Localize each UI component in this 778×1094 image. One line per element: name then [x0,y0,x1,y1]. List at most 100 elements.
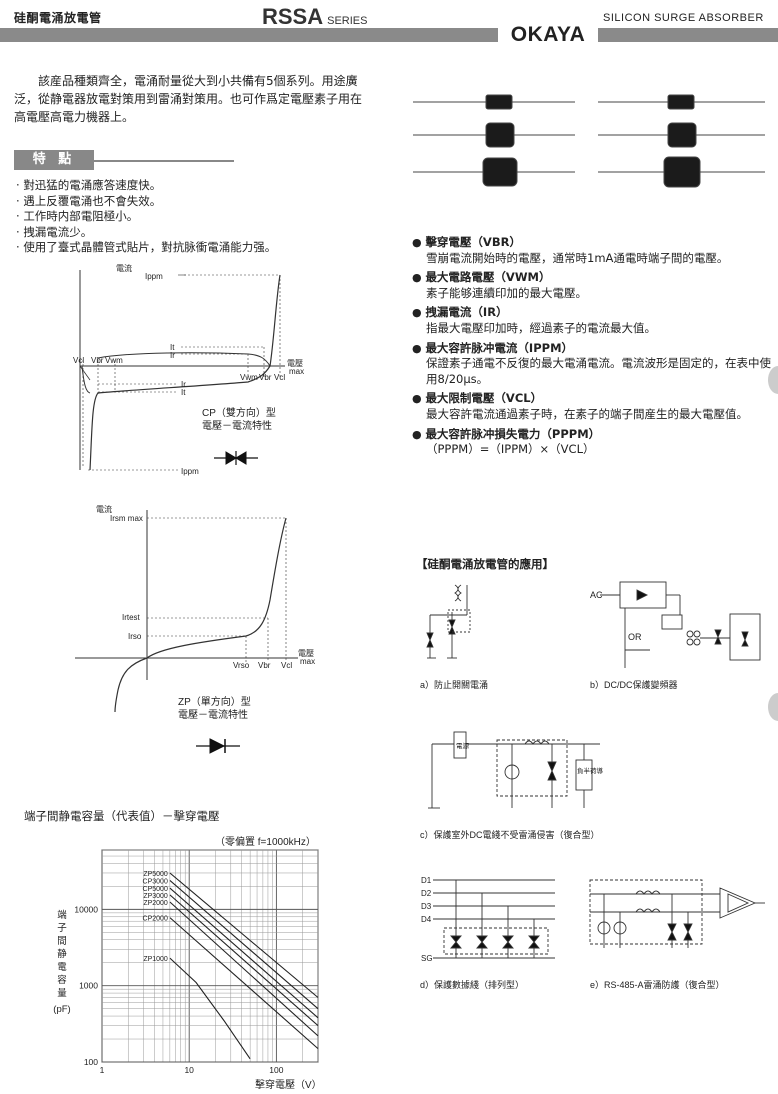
cp-xlabel: 電壓 [287,359,303,368]
feature-item: 拽漏電流少。 [16,225,346,241]
zp-curve-reverse [114,657,148,713]
app-b-circuit [600,581,761,668]
line-driver [719,887,757,919]
zp-vcl: Vcl [281,661,292,670]
zp-curve-forward [146,517,287,659]
zp-caption2: 電壓－電流特性 [178,708,248,721]
app-d-caption: d）保護數據綫（排列型） [420,979,524,990]
cap-ylabel-char: 端 [57,909,67,921]
cap-ylabel-char: 間 [57,936,67,947]
cp-vcl-r: Vcl [274,373,285,382]
okaya-logo: OKAYA [500,23,596,47]
component-body [663,156,701,188]
cp-vbr-r: Vbr [259,373,272,382]
param-title: 拽漏電流（IR） [412,305,777,321]
series-label: CP2000 [143,916,168,923]
app-d-circuit [433,879,555,959]
cap-ylabel-char: 容 [57,974,67,986]
series-line [169,894,319,1027]
component-photos [413,94,765,188]
zp-irsm: Irsm max [110,514,143,523]
app-a-caption: a）防止開關電涌 [420,679,488,690]
load-box [575,759,593,791]
tvs-symbol [448,619,456,635]
series-label: ZP2000 [143,900,168,907]
cp-ippm-top: Ippm [145,272,163,281]
series-label: CP5000 [143,886,168,893]
series-line [169,901,319,1037]
app-c-box2: 負半荷導 [577,766,604,775]
series-label: CP3000 [143,878,168,885]
param-desc: 雪崩電流開始時的電壓，通常時1mA通電時端子間的電壓。 [426,250,729,265]
cap-ylabel-char: 静 [57,948,67,960]
cp-vi-graph [79,270,285,471]
component-body [485,122,515,148]
tvs-symbol [426,632,434,648]
cp-xmax: max [289,367,304,376]
page-edge-tab [768,366,778,394]
cap-ylabel: 端 子 間 静 電 容 量 (pF) [53,909,70,1015]
cp-ir-lower: Ir [181,380,186,389]
inductor [635,890,661,895]
header-left-title: 硅酮電涌放電管 [14,11,102,25]
param-desc: 指最大電壓印加時，經過素子的電流最大值。 [426,320,656,335]
series-line [169,872,319,998]
app-c-caption: c）保護室外DC電綫不受雷涌侵害（復合型） [420,829,600,840]
cp-ir-label: Ir [170,351,175,360]
param-vcl: 最大限制電壓（VCL）最大容許電流通過素子時，在素子的端子間産生的最大電壓值。 [412,391,777,422]
tvs-symbol [547,761,557,781]
cp-curve-main [89,274,281,471]
app-c-circuit [428,731,600,809]
cap-ylabel-char: 子 [57,923,67,934]
intro-paragraph: 該産品種類齊全，電涌耐量從大到小共備有5個系列。用途廣泛，從静電器放電對策用到雷… [14,74,363,124]
power-box [453,731,467,759]
cap-xlabel: 擊穿電壓（V） [255,1078,322,1091]
parameter-definitions: 擊穿電壓（VBR）雪崩電流開始時的電壓，通常時1mA通電時端子間的電壓。 最大電… [412,235,777,462]
component-body [667,94,695,110]
app-d-line: D3 [421,902,432,911]
series-label: ZP3000 [143,893,168,900]
series-line [169,887,319,1019]
param-vbr: 擊穿電壓（VBR）雪崩電流開始時的電壓，通常時1mA通電時端子間的電壓。 [412,235,777,266]
app-e-circuit [589,879,765,948]
param-title: 擊穿電壓（VBR） [412,235,777,251]
cap-chart-series: ZP5000CP3000CP5000ZP3000ZP2000CP2000ZP10… [143,871,319,1060]
cap-condition: （零偏置 f=1000kHz） [215,835,316,848]
zp-ylabel: 電流 [96,504,112,514]
param-title: 最大限制電壓（VCL） [412,391,777,407]
cp-vwm-r: Vwm [240,373,258,382]
zp-caption1: ZP（單方向）型 [178,695,251,708]
filter-box [661,614,683,630]
page-edge-tab [768,693,778,721]
bidirectional-tvs-symbol [214,451,258,465]
x-tick-label: 10 [184,1065,194,1075]
applications-title: 【硅酮電涌放電管的應用】 [416,557,554,571]
zp-vbr: Vbr [258,661,271,670]
switch-box [447,609,471,633]
series-line [169,957,251,1060]
app-c-box1: 電源 [456,741,470,750]
cap-yunit: (pF) [53,1004,70,1015]
param-ippm: 最大容許脉冲電流（IPPM）保證素子通電不反復的最大電涌電流。電流波形是固定的，… [412,341,777,388]
feature-item: 遇上反覆電涌也不會失效。 [16,194,346,210]
inductor [524,740,550,745]
y-tick-label: 10000 [74,904,98,914]
protector-box [496,739,568,797]
param-title: 最大電路電壓（VWM） [412,270,777,286]
header-band-left [0,28,498,42]
origin-stub [79,365,91,381]
cp-ippm-bottom: Ippm [181,467,199,476]
feature-item: 工作時内部電阻極小。 [16,209,346,225]
cp-curve-knee [81,365,91,394]
x-tick-label: 1 [100,1065,105,1075]
cp-curve-upper [97,352,271,367]
component-body [482,157,518,187]
param-title: 最大容許脉冲電流（IPPM） [412,341,777,357]
zp-xmax: max [300,657,315,666]
app-d-line: D4 [421,915,432,924]
zp-irtest: Irtest [122,613,141,622]
feature-item: 對迅猛的電涌應答速度快。 [16,178,346,194]
cap-ylabel-char: 電 [57,962,67,973]
